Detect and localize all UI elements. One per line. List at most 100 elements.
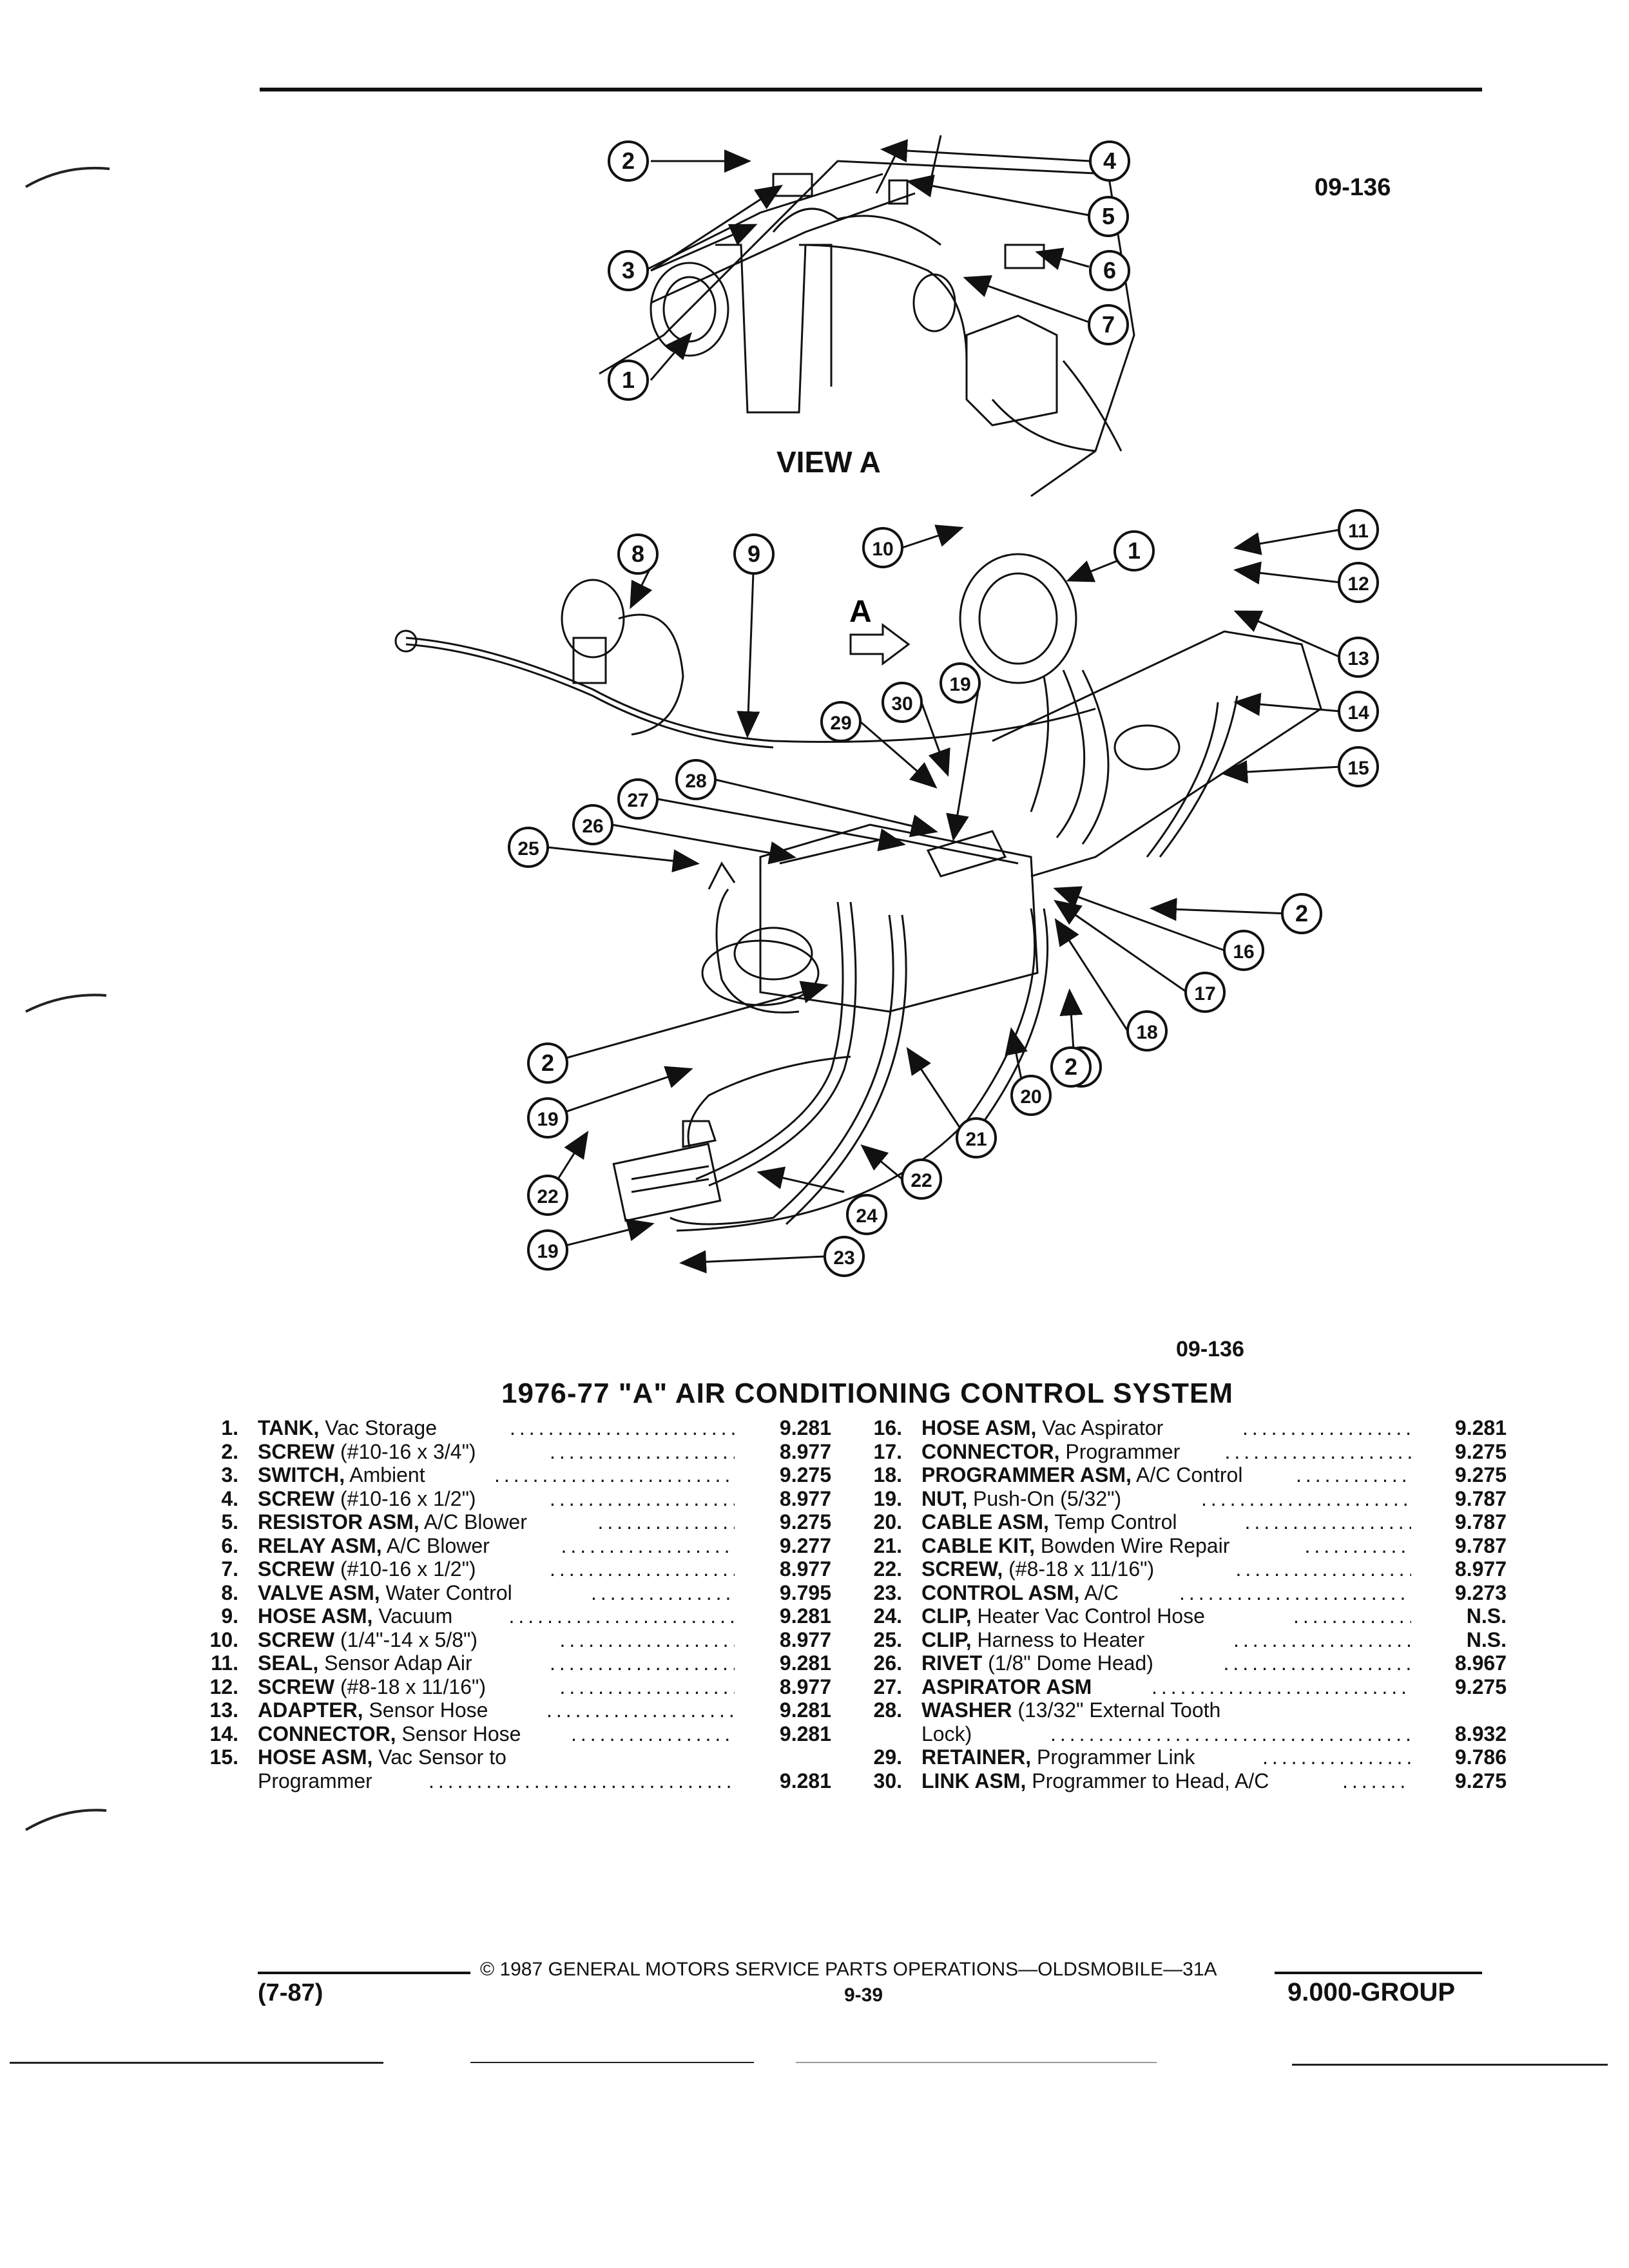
part-number: 27. — [873, 1675, 902, 1698]
part-group-code: N.S. — [1466, 1628, 1507, 1651]
figure-code-top: 09-136 — [1315, 174, 1391, 201]
part-group-code: N.S. — [1466, 1604, 1507, 1628]
part-number: 22. — [873, 1557, 902, 1581]
part-name: HOSE ASM, Vac Aspirator — [921, 1416, 1164, 1439]
leader-dots: ........................................… — [1050, 1722, 1411, 1745]
footer-rule-left — [258, 1972, 470, 1974]
part-group-code: 8.977 — [779, 1675, 831, 1698]
view-a-callout-circle-3 — [1089, 140, 1130, 182]
main-callout-label-22: 23 — [833, 1247, 854, 1269]
main-callout-label-30: 19 — [949, 674, 970, 695]
part-group-code: 9.281 — [779, 1722, 831, 1745]
leader-dots: ........................................… — [1235, 1557, 1412, 1581]
main-callout-label-15: 18 — [1136, 1022, 1157, 1043]
view-a-callout-label-2: 3 — [622, 257, 635, 284]
main-callout-label-6: 9 — [747, 541, 760, 567]
part-name: SCREW (#10-16 x 1/2") — [258, 1557, 476, 1581]
part-number: 30. — [873, 1769, 902, 1792]
part-number: 26. — [873, 1651, 902, 1675]
leader-dots: ........................................… — [1262, 1745, 1411, 1769]
parts-list-left: 1. TANK, Vac Storage 9.281................… — [193, 1416, 851, 1792]
page-title: 1976-77 "A" AIR CONDITIONING CONTROL SYS… — [501, 1378, 1233, 1409]
main-callout-circle-20 — [901, 1158, 942, 1200]
part-name: RETAINER, Programmer Link — [921, 1745, 1195, 1769]
part-name: CLIP, Harness to Heater — [921, 1628, 1145, 1651]
part-group-code: 9.275 — [1454, 1675, 1507, 1698]
main-callout-label-21: 22 — [537, 1186, 558, 1207]
main-callout-circle-8 — [1338, 509, 1379, 550]
footer-rule-right — [1275, 1972, 1482, 1974]
part-name: SCREW (#8-18 x 11/16") — [258, 1675, 486, 1698]
main-callout-circle-0 — [1113, 530, 1155, 572]
part-name: ASPIRATOR ASM — [921, 1675, 1092, 1698]
main-callout-circle-10 — [1338, 637, 1379, 678]
footer-copyright: © 1987 GENERAL MOTORS SERVICE PARTS OPER… — [480, 1959, 1217, 1980]
part-number: 13. — [209, 1698, 238, 1722]
leader-dots: ........................................… — [429, 1769, 735, 1792]
view-a-callout-label-1: 2 — [622, 148, 635, 174]
part-number: 14. — [209, 1722, 238, 1745]
parts-left-row: 15.HOSE ASM, Vac Sensor to — [193, 1745, 851, 1769]
part-name: SCREW (1/4"-14 x 5/8") — [258, 1628, 478, 1651]
leader-dots: ........................................… — [561, 1533, 735, 1557]
leader-dots: ........................................… — [550, 1557, 735, 1581]
scan-line-4 — [1292, 2064, 1608, 2066]
leader-dots: ........................................… — [1244, 1510, 1412, 1533]
main-callout-circle-28 — [820, 701, 862, 742]
parts-left-row: 2.SCREW (#10-16 x 3/4")8.977............… — [193, 1440, 851, 1464]
main-callout-circle-19 — [956, 1117, 997, 1158]
part-number: 19. — [873, 1486, 902, 1510]
main-callout-label-7: 10 — [872, 539, 893, 560]
part-number: 7. — [221, 1557, 238, 1581]
part-name: TANK, Vac Storage — [258, 1416, 438, 1439]
view-a-callout-label-0: 1 — [622, 367, 635, 393]
main-callout-circle-9 — [1338, 562, 1379, 603]
leader-dots: ........................................… — [550, 1651, 735, 1675]
part-number: 18. — [873, 1463, 902, 1486]
main-callout-circle-1 — [1281, 893, 1322, 934]
part-name: SWITCH, Ambient — [258, 1463, 425, 1486]
view-a-callout-label-6: 7 — [1102, 311, 1115, 338]
view-a-arrow-label: A — [849, 595, 872, 629]
leader-dots: ........................................… — [1179, 1581, 1411, 1604]
main-callout-label-13: 16 — [1233, 941, 1254, 963]
leader-dots: ........................................… — [550, 1486, 735, 1510]
part-name: SCREW (#10-16 x 1/2") — [258, 1486, 476, 1510]
part-group-code: 8.932 — [1454, 1722, 1507, 1745]
main-callout-label-8: 11 — [1348, 521, 1369, 542]
footer-date: (7-87) — [258, 1979, 323, 2006]
main-callout-label-24: 25 — [517, 838, 539, 860]
main-callout-circle-11 — [1338, 691, 1379, 732]
leader-dots: ........................................… — [1342, 1769, 1411, 1792]
part-number: 2. — [221, 1439, 238, 1463]
part-group-code: 9.273 — [1454, 1581, 1507, 1604]
leader-dots: ........................................… — [508, 1604, 735, 1628]
main-callout-circle-4 — [1050, 1046, 1092, 1088]
view-a-callout-label-5: 6 — [1103, 257, 1116, 284]
part-group-code: 9.277 — [779, 1533, 831, 1557]
part-number: 29. — [873, 1745, 902, 1769]
main-callout-label-17: 19 — [537, 1241, 558, 1262]
main-callout-label-14: 17 — [1194, 983, 1215, 1004]
part-number: 1. — [221, 1416, 238, 1439]
scan-line-2 — [470, 2062, 754, 2063]
main-callout-circle-7 — [862, 527, 903, 568]
view-a-callout-circle-4 — [1088, 196, 1129, 237]
view-a-callout-circle-6 — [1088, 304, 1129, 345]
part-group-code: 9.275 — [779, 1510, 831, 1533]
part-group-code: 9.281 — [779, 1604, 831, 1628]
view-a-callout-circle-0 — [608, 360, 649, 401]
part-name: Lock) — [921, 1722, 972, 1745]
leader-dots: ........................................… — [510, 1416, 735, 1439]
part-name: Programmer — [258, 1769, 372, 1792]
main-callout-label-28: 29 — [830, 713, 851, 734]
